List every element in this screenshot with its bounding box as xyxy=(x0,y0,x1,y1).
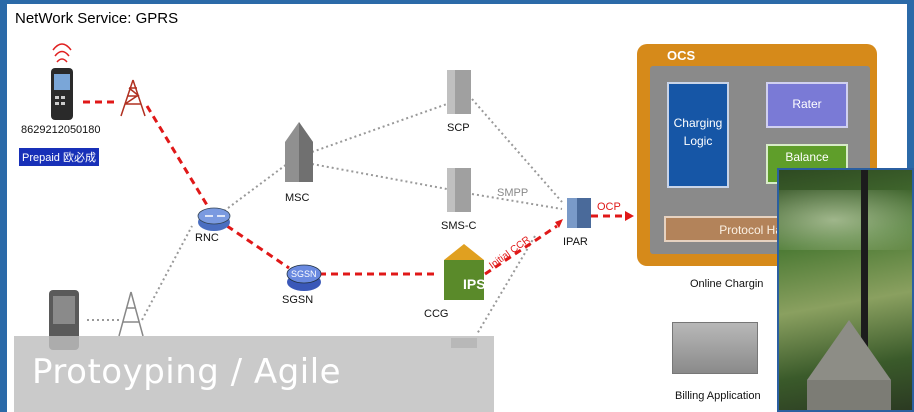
ocp-label: OCP xyxy=(597,201,621,213)
rnc-label: RNC xyxy=(195,232,219,244)
diagram-title: NetWork Service: GPRS xyxy=(15,10,179,27)
smpp-label: SMPP xyxy=(497,187,528,199)
initial-ccr-label: Initial CCR xyxy=(487,234,532,271)
charging-logic-box: Charging Logic xyxy=(667,82,729,188)
ocs-title: OCS xyxy=(667,48,696,63)
sgsn-node-icon: SGSN xyxy=(286,264,322,291)
smsc-server-icon xyxy=(447,168,471,212)
svg-text:SGSN: SGSN xyxy=(291,269,317,279)
rater-box: Rater xyxy=(766,82,848,128)
dotted-links xyxy=(87,98,563,335)
mobile-phone-icon xyxy=(51,43,73,120)
ocp-arrowhead xyxy=(625,211,634,221)
sgsn-label: SGSN xyxy=(282,294,314,306)
photo-thumbnail xyxy=(777,168,914,412)
online-charging-caption: Online Chargin xyxy=(690,278,764,290)
ccr-arrowhead xyxy=(555,219,563,228)
ips-node-icon: IPS xyxy=(444,244,486,300)
msc-label: MSC xyxy=(285,192,310,204)
charging-line-1: Charging xyxy=(673,116,723,130)
phone-number: 8629212050180 xyxy=(21,124,101,136)
ipar-node-icon xyxy=(567,198,591,228)
network-diagram: Initial CCR SMPP OCP xyxy=(49,43,634,350)
prepaid-badge: Prepaid 欧必成 xyxy=(19,148,99,166)
antenna-tower-icon xyxy=(120,79,146,117)
red-links xyxy=(83,100,625,276)
svg-text:IPS: IPS xyxy=(463,276,486,292)
rnc-router-icon xyxy=(197,207,231,231)
caption-overlay xyxy=(14,336,494,412)
bottom-phone-icon xyxy=(49,290,79,350)
scp-label: SCP xyxy=(447,122,470,134)
charging-line-2: Logic xyxy=(683,134,713,148)
ipar-label: IPAR xyxy=(563,236,588,248)
ccg-label: CCG xyxy=(424,308,449,320)
billing-application-caption: Billing Application xyxy=(675,390,761,402)
caption-overlay-text: Protoyping / Agile xyxy=(32,352,342,392)
billing-application-icon xyxy=(672,322,758,374)
smsc-label: SMS-C xyxy=(441,220,477,232)
scp-server-icon xyxy=(447,70,471,114)
bottom-antenna-icon xyxy=(118,291,144,337)
msc-node-icon xyxy=(285,122,313,182)
